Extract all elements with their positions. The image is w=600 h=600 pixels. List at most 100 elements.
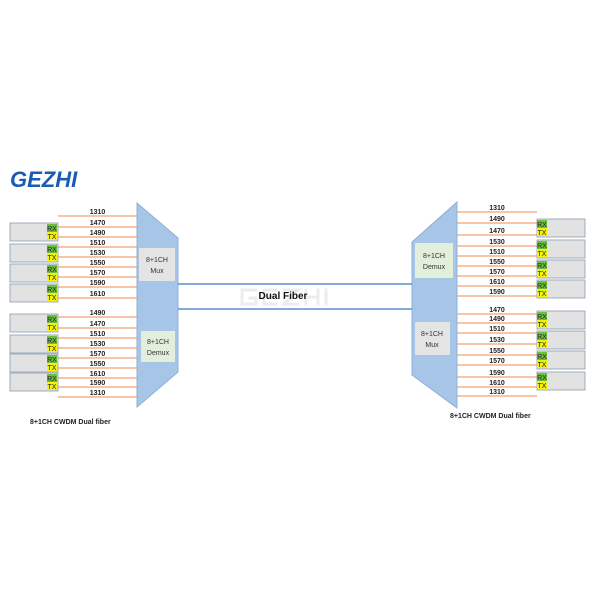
rx-tag bbox=[537, 373, 547, 381]
rx-label: RX bbox=[47, 338, 57, 345]
right-device bbox=[411, 200, 458, 409]
tx-tag bbox=[537, 381, 547, 389]
tx-label: TX bbox=[48, 384, 57, 391]
wavelength-label: 1610 bbox=[90, 291, 106, 298]
wavelength-label: 1510 bbox=[489, 326, 505, 333]
tx-tag bbox=[537, 289, 547, 297]
rx-tag bbox=[537, 261, 547, 269]
tx-label: TX bbox=[48, 346, 57, 353]
rx-label: RX bbox=[47, 287, 57, 294]
tx-tag bbox=[537, 269, 547, 277]
left-mux-label-1: 8+1CH bbox=[146, 257, 168, 264]
tx-tag bbox=[537, 340, 547, 348]
rx-tag bbox=[537, 281, 547, 289]
transceiver-left-1 bbox=[9, 222, 59, 242]
right-mux-box bbox=[415, 322, 450, 355]
wavelength-label: 1550 bbox=[489, 348, 505, 355]
tx-label: TX bbox=[48, 295, 57, 302]
right-demux-box bbox=[415, 243, 453, 278]
rx-tag bbox=[47, 315, 57, 323]
wavelength-label: 1590 bbox=[489, 289, 505, 296]
tx-tag bbox=[47, 293, 57, 301]
left-demux-label-2: Demux bbox=[147, 350, 170, 357]
tx-label: TX bbox=[48, 325, 57, 332]
tx-label: TX bbox=[538, 291, 547, 298]
wavelength-label: 1510 bbox=[489, 249, 505, 256]
wavelength-label: 1490 bbox=[489, 216, 505, 223]
wavelength-label: 1510 bbox=[90, 240, 106, 247]
transceiver-left-2 bbox=[9, 243, 59, 263]
tx-label: TX bbox=[538, 342, 547, 349]
wavelength-label: 1490 bbox=[489, 316, 505, 323]
wavelength-label: 1310 bbox=[90, 390, 106, 397]
rx-tag bbox=[537, 352, 547, 360]
wavelength-label: 1550 bbox=[90, 260, 106, 267]
tx-label: TX bbox=[48, 255, 57, 262]
rx-tag bbox=[47, 285, 57, 293]
transceiver-left-6 bbox=[9, 334, 59, 354]
transceiver-left-4 bbox=[9, 283, 59, 303]
left-caption: 8+1CH CWDM Dual fiber bbox=[30, 419, 111, 426]
rx-label: RX bbox=[537, 283, 547, 290]
tx-tag bbox=[47, 382, 57, 390]
tx-tag bbox=[537, 228, 547, 236]
wavelength-label: 1590 bbox=[90, 280, 106, 287]
tx-label: TX bbox=[538, 230, 547, 237]
right-mux-label-1: 8+1CH bbox=[421, 331, 443, 338]
rx-tag bbox=[47, 355, 57, 363]
transceiver-left-8 bbox=[9, 372, 59, 392]
wavelength-label: 1610 bbox=[489, 380, 505, 387]
tx-tag bbox=[47, 363, 57, 371]
transceiver-left-3 bbox=[9, 263, 59, 283]
rx-label: RX bbox=[47, 317, 57, 324]
tx-label: TX bbox=[538, 383, 547, 390]
wavelength-label: 1530 bbox=[489, 239, 505, 246]
tx-tag bbox=[47, 232, 57, 240]
right-demux-label-1: 8+1CH bbox=[423, 253, 445, 260]
tx-label: TX bbox=[538, 271, 547, 278]
wavelength-label: 1570 bbox=[90, 351, 106, 358]
tx-tag bbox=[537, 249, 547, 257]
rx-label: RX bbox=[47, 267, 57, 274]
wavelength-label: 1470 bbox=[489, 228, 505, 235]
rx-label: RX bbox=[47, 376, 57, 383]
left-device bbox=[136, 201, 179, 409]
wavelength-label: 1610 bbox=[90, 371, 106, 378]
tx-tag bbox=[47, 344, 57, 352]
rx-label: RX bbox=[537, 314, 547, 321]
wavelength-label: 1310 bbox=[90, 209, 106, 216]
rx-tag bbox=[537, 312, 547, 320]
tx-label: TX bbox=[48, 234, 57, 241]
right-mux-label-2: Mux bbox=[425, 342, 439, 349]
tx-tag bbox=[47, 253, 57, 261]
rx-label: RX bbox=[47, 357, 57, 364]
rx-tag bbox=[537, 241, 547, 249]
wavelength-label: 1470 bbox=[489, 307, 505, 314]
wavelength-label: 1310 bbox=[489, 205, 505, 212]
wavelength-label: 1530 bbox=[90, 250, 106, 257]
right-demux-label-2: Demux bbox=[423, 264, 446, 271]
left-demux-box bbox=[141, 331, 175, 362]
tx-tag bbox=[537, 360, 547, 368]
wavelength-label: 1510 bbox=[90, 331, 106, 338]
wavelength-label: 1590 bbox=[90, 380, 106, 387]
wavelength-label: 1490 bbox=[90, 230, 106, 237]
rx-label: RX bbox=[47, 226, 57, 233]
wavelength-label: 1550 bbox=[489, 259, 505, 266]
tx-tag bbox=[47, 273, 57, 281]
tx-label: TX bbox=[538, 362, 547, 369]
rx-tag bbox=[47, 224, 57, 232]
dual-fiber-label: Dual Fiber bbox=[259, 291, 308, 302]
wavelength-label: 1470 bbox=[90, 220, 106, 227]
tx-label: TX bbox=[538, 322, 547, 329]
tx-tag bbox=[47, 323, 57, 331]
rx-label: RX bbox=[537, 222, 547, 229]
right-caption: 8+1CH CWDM Dual fiber bbox=[450, 413, 531, 420]
wavelength-label: 1530 bbox=[489, 337, 505, 344]
wavelength-label: 1590 bbox=[489, 370, 505, 377]
tx-tag bbox=[537, 320, 547, 328]
rx-tag bbox=[47, 265, 57, 273]
wavelength-label: 1570 bbox=[489, 269, 505, 276]
wavelength-label: 1610 bbox=[489, 279, 505, 286]
